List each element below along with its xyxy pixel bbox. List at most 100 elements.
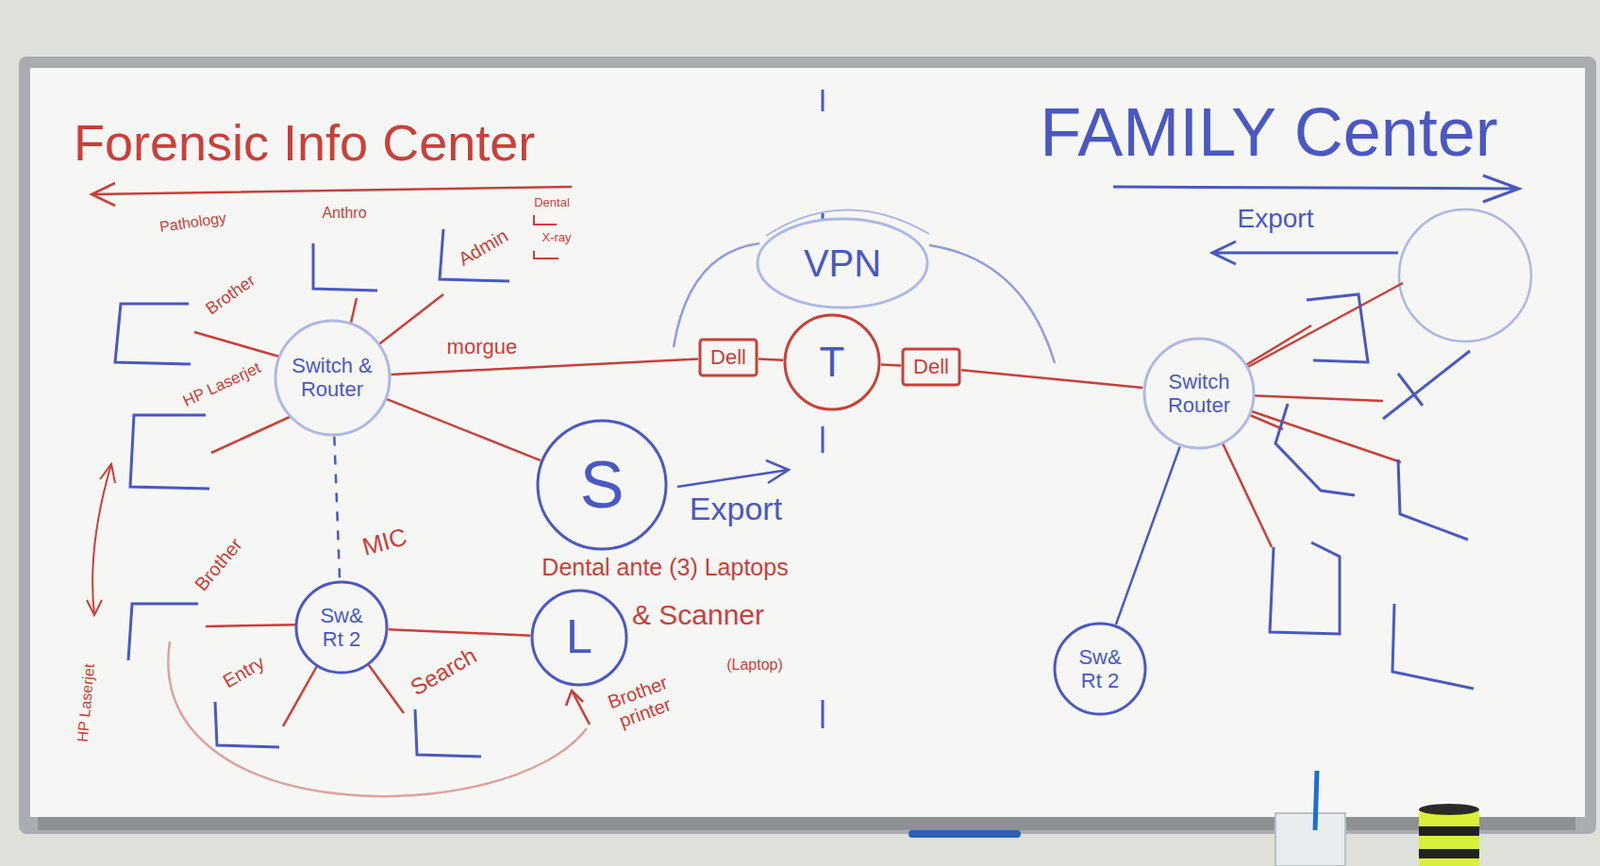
board-surface	[30, 67, 1585, 817]
export-arrow	[1212, 241, 1399, 265]
node-circle	[537, 420, 667, 550]
board-note: Anthro	[319, 204, 368, 222]
board-note: HP Laserjet	[74, 661, 100, 746]
node-ellipse	[757, 218, 928, 308]
crossed-station	[1383, 350, 1470, 419]
board-note: Export	[687, 490, 784, 528]
printer-loop	[167, 641, 587, 797]
network-link	[758, 358, 784, 360]
board-note: HP Laserjet	[178, 358, 266, 413]
board-note: Admin	[452, 223, 514, 271]
node-circle	[1054, 623, 1146, 715]
node-circle	[275, 320, 390, 435]
workstation	[1269, 542, 1340, 634]
node-rect	[902, 349, 960, 385]
board-note: MIC	[357, 522, 413, 563]
node-text: S	[580, 447, 625, 524]
workstation	[1275, 403, 1355, 496]
network-link	[388, 629, 531, 636]
node-circle	[1144, 338, 1254, 449]
network-node: L	[530, 588, 629, 687]
station-mark	[533, 250, 559, 259]
divider-dash	[821, 426, 825, 453]
network-node: S	[535, 418, 668, 551]
network-node: Sw& Rt 2	[1052, 621, 1148, 717]
node-text: Switch Router	[1161, 369, 1237, 418]
network-link	[390, 359, 699, 375]
node-text: T	[819, 338, 846, 387]
canister-band	[1418, 849, 1480, 859]
node-text: Sw& Rt 2	[311, 603, 372, 652]
tray-marker	[908, 830, 1021, 838]
board-note: Brother printer	[597, 668, 687, 737]
title-arrow	[91, 183, 572, 206]
network-node: Switch Router	[1142, 336, 1256, 450]
canister	[1418, 809, 1480, 866]
device-box: Dell	[900, 347, 962, 387]
node-text: VPN	[803, 241, 882, 285]
workstation	[115, 303, 191, 365]
cup	[1275, 813, 1346, 866]
workstation	[415, 709, 482, 757]
network-link	[333, 435, 340, 581]
node-text: Dell	[710, 345, 747, 369]
board-note: Pathology	[156, 209, 230, 237]
node-circle	[532, 590, 627, 685]
network-link	[386, 399, 541, 461]
device-box: Dell	[698, 337, 759, 378]
workstation	[1392, 603, 1474, 689]
network-link	[881, 364, 901, 366]
family-station	[1399, 209, 1532, 342]
canister-cap	[1418, 803, 1480, 816]
arc-head	[86, 464, 116, 616]
board-note: FAMILY Center	[1037, 93, 1500, 172]
workstation	[128, 603, 199, 661]
workstation	[130, 415, 210, 489]
network-node: VPN	[755, 216, 930, 310]
left-leaders	[194, 294, 444, 727]
node-rect	[700, 339, 757, 376]
board-note: Dental	[532, 196, 572, 211]
left-desks	[115, 229, 510, 757]
family-arrow	[1113, 175, 1519, 202]
link-label: morgue	[445, 334, 520, 359]
board-note: Brother	[200, 268, 261, 319]
node-text: Switch & Router	[286, 353, 378, 402]
node-text: Dell	[913, 354, 950, 379]
board-frame	[18, 56, 1597, 834]
network-link	[961, 369, 1143, 388]
straw	[1315, 770, 1317, 831]
network-node: Switch & Router	[273, 318, 392, 437]
network-node: Sw& Rt 2	[294, 580, 389, 675]
node-circle	[784, 315, 880, 410]
laserjet-arc	[92, 464, 112, 616]
board-note: Dental ante (3) Laptops	[539, 553, 790, 582]
printer-arrow	[566, 690, 590, 725]
export-arrow	[677, 460, 789, 487]
board-note: & Scanner	[630, 599, 767, 633]
right-desks	[1269, 294, 1474, 689]
board-note: Search	[403, 641, 483, 702]
divider-dash	[821, 700, 825, 729]
vpn-arc	[673, 243, 760, 348]
board-note: X-ray	[539, 231, 573, 246]
center-title: Forensic Info Center	[71, 113, 537, 172]
network-node: T	[783, 313, 882, 412]
board-note: Entry	[216, 650, 269, 693]
board-note: Brother	[189, 532, 249, 597]
node-text: L	[566, 610, 593, 666]
station-mark	[533, 215, 557, 225]
leader-line	[211, 411, 302, 453]
workstation	[313, 243, 378, 291]
network-link	[1116, 446, 1181, 624]
divider-dash	[821, 89, 825, 112]
node-circle	[296, 582, 387, 673]
canister-band	[1418, 826, 1480, 836]
board-note: Export	[1235, 203, 1317, 234]
workstation	[1398, 459, 1468, 540]
node-text: Sw& Rt 2	[1069, 645, 1131, 694]
vpn-arc	[929, 245, 1055, 364]
workstation	[215, 701, 280, 748]
